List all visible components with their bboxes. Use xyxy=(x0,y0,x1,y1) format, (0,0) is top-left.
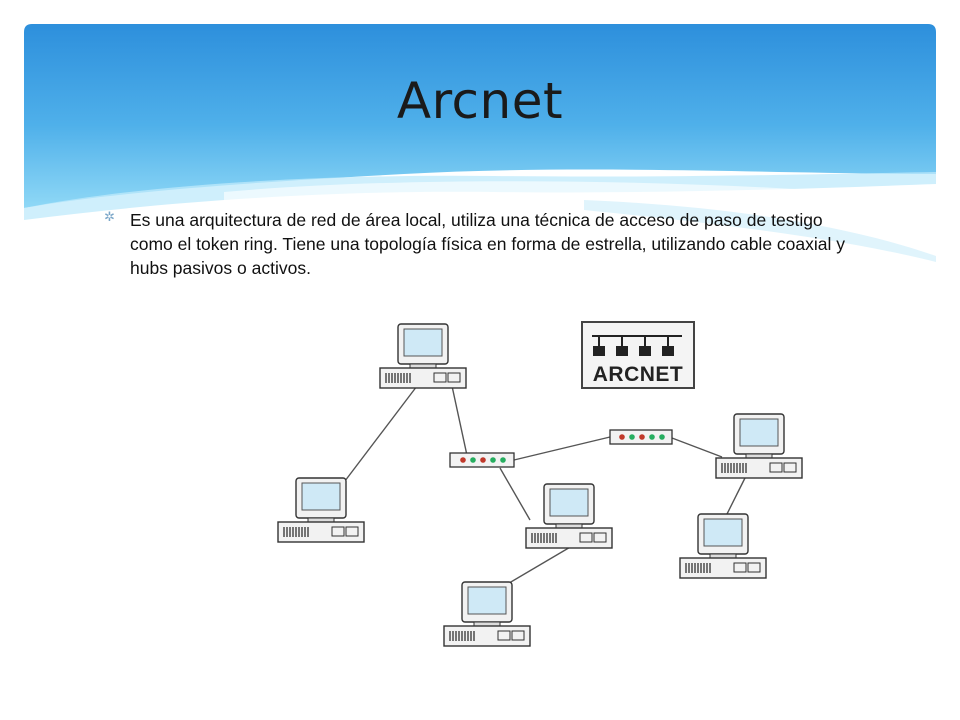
computer-2 xyxy=(277,477,365,543)
slide-title: Arcnet xyxy=(396,72,564,130)
arcnet-logo-text: ARCNET xyxy=(593,363,684,386)
computer-4 xyxy=(443,581,531,647)
hub-1 xyxy=(449,452,515,468)
asterisk-bullet-icon: ✲ xyxy=(104,209,115,224)
computer-6 xyxy=(679,513,767,579)
bullet-text: Es una arquitectura de red de área local… xyxy=(130,210,845,278)
header-banner xyxy=(24,24,936,264)
computer-3 xyxy=(525,483,613,549)
cable-lines xyxy=(325,385,747,587)
arcnet-logo: ARCNET xyxy=(581,321,695,389)
arcnet-topology-diagram: ARCNET xyxy=(277,321,803,647)
header-background xyxy=(24,24,936,262)
computer-5 xyxy=(715,413,803,479)
hub-2 xyxy=(609,429,673,445)
computer-1 xyxy=(379,323,467,389)
